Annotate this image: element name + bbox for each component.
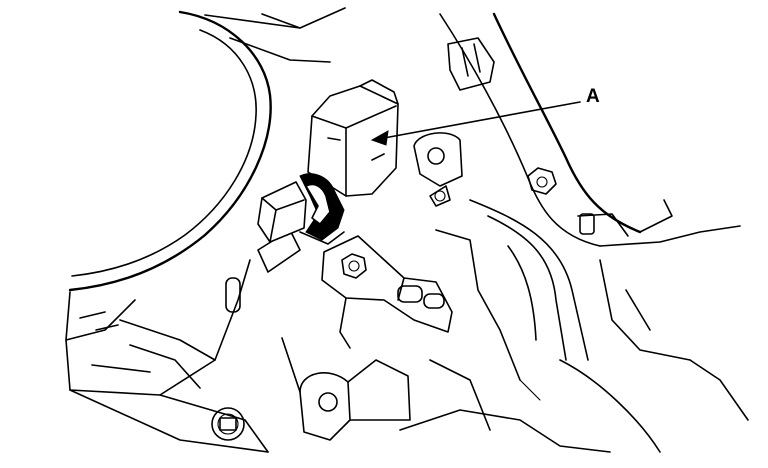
callout-leader [370,101,581,146]
nut-right [527,167,557,195]
lower-left-bracket [65,229,301,453]
wire-harness [435,199,691,381]
bracket-top-right [447,37,495,91]
callout-label-a: A [586,86,600,107]
lower-right-housing [399,359,749,453]
nut-center [341,253,367,279]
right-frame [439,12,741,247]
wire-connector [257,173,345,245]
dashboard-panel [65,7,346,341]
mounting-tab [413,132,463,207]
lower-center-bracket [281,337,411,441]
bolt-lower-left [211,407,245,441]
sensor-module [307,79,399,197]
center-bracket [321,235,453,349]
